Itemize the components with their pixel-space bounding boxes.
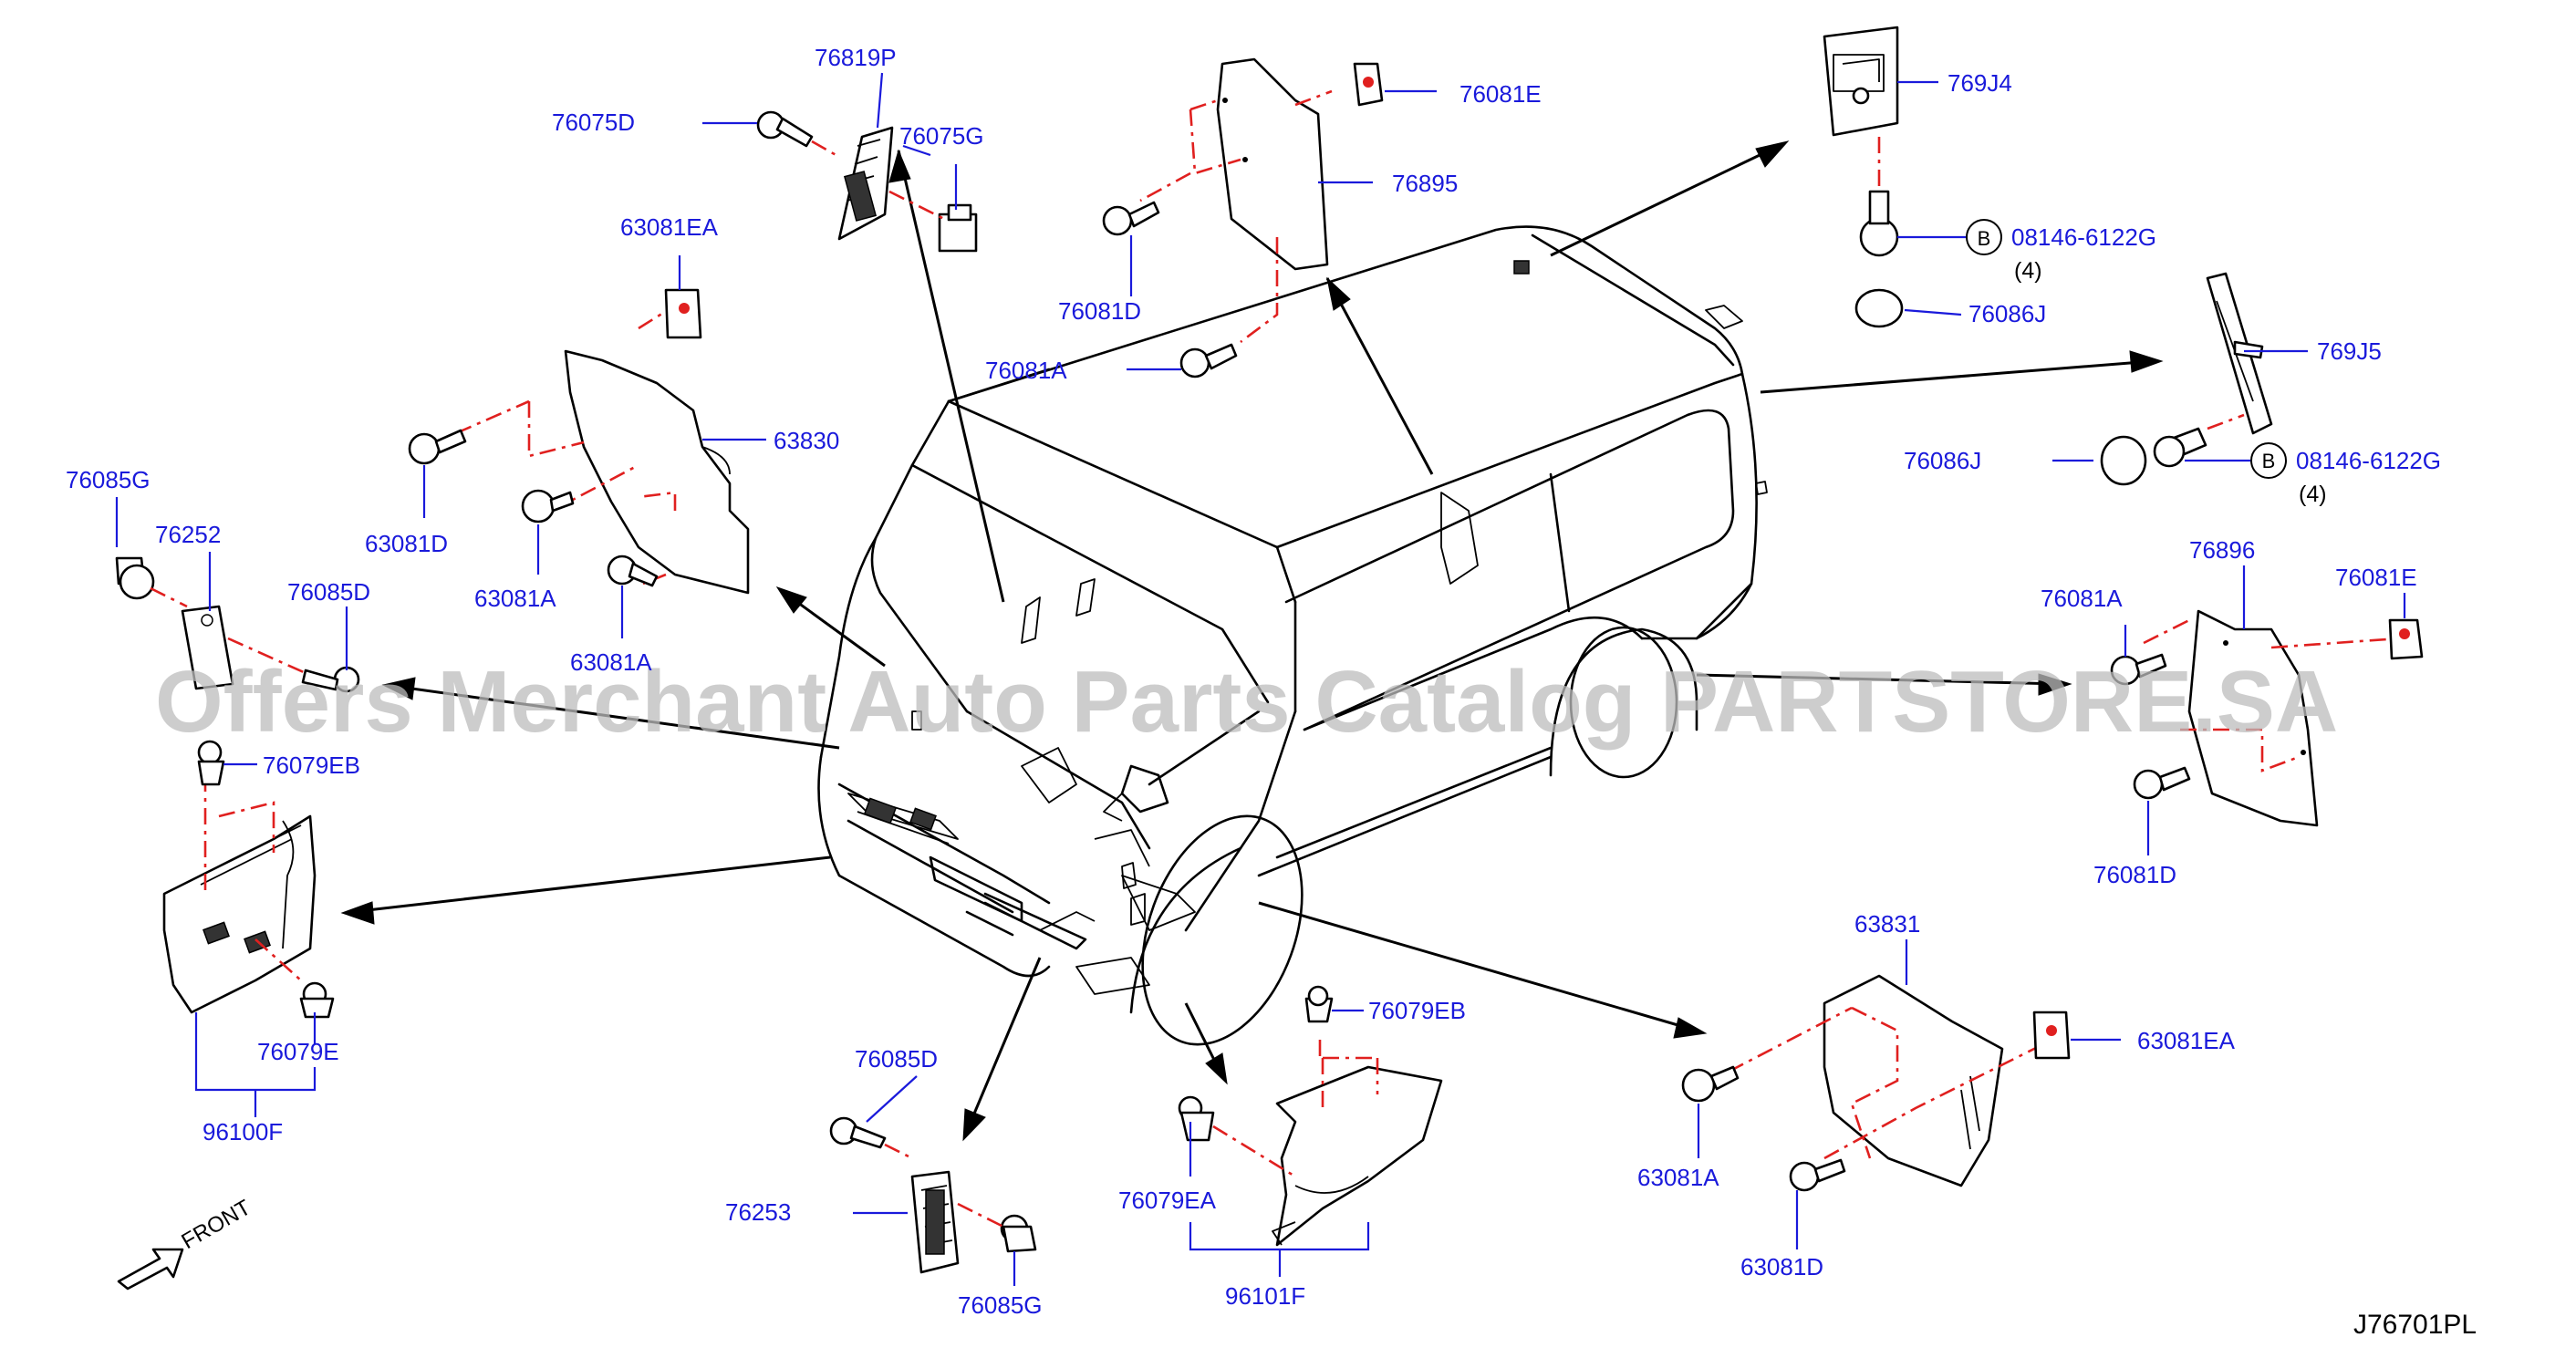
label-76081E-top: 76081E xyxy=(1459,80,1542,108)
van-body xyxy=(817,225,1768,1046)
label-76085G-bottom: 76085G xyxy=(958,1291,1043,1319)
label-769J5: 769J5 xyxy=(2317,337,2382,365)
label-63081A-left: 63081A xyxy=(474,585,556,612)
front-direction-arrow xyxy=(117,1248,184,1291)
label-63081A-left2: 63081A xyxy=(570,648,652,676)
group-76895 xyxy=(1102,57,1437,378)
label-76081D-top: 76081D xyxy=(1058,297,1141,325)
label-08146-a: 08146-6122G xyxy=(2011,223,2156,251)
label-76896: 76896 xyxy=(2189,536,2255,564)
label-76075D: 76075D xyxy=(552,109,635,136)
group-76252 xyxy=(115,497,360,693)
group-96100F xyxy=(162,740,335,1117)
bolt-symbol-a: B xyxy=(1978,227,1991,250)
label-76819P: 76819P xyxy=(815,44,897,71)
watermark-text: Offers Merchant Auto Parts Catalog PARTS… xyxy=(155,653,2338,751)
label-76081D-right: 76081D xyxy=(2093,861,2176,888)
label-76081A-top: 76081A xyxy=(985,357,1067,384)
group-63830 xyxy=(408,255,766,638)
diagram-code: J76701PL xyxy=(2353,1310,2477,1340)
label-76081A-right: 76081A xyxy=(2041,585,2123,612)
label-63830: 63830 xyxy=(774,427,839,454)
group-76253 xyxy=(829,1075,1037,1286)
label-76085D-bottom: 76085D xyxy=(855,1045,938,1073)
label-769J4: 769J4 xyxy=(1948,69,2012,97)
label-63081D-right: 63081D xyxy=(1740,1253,1823,1280)
label-76085D-left: 76085D xyxy=(287,578,370,606)
leader-arrows xyxy=(340,140,2164,1142)
label-76253: 76253 xyxy=(725,1198,791,1226)
label-76895: 76895 xyxy=(1392,170,1458,197)
label-96100F: 96100F xyxy=(203,1118,283,1145)
bolt-symbol-b: B xyxy=(2262,450,2276,472)
label-76086J-a: 76086J xyxy=(1968,300,2046,327)
label-76081E-right: 76081E xyxy=(2335,564,2417,591)
label-76079EB-bottom: 76079EB xyxy=(1368,997,1466,1024)
group-769J4 xyxy=(1823,26,2002,328)
group-96101F xyxy=(1178,985,1443,1277)
group-63831 xyxy=(1681,939,2121,1249)
label-76252: 76252 xyxy=(155,521,221,548)
label-76079E: 76079E xyxy=(257,1038,339,1065)
callout-labels: 76819P 76075D 76075G 76081E 76895 76081D… xyxy=(66,44,2477,1340)
label-76086J-b: 76086J xyxy=(1904,447,1981,474)
group-769J5 xyxy=(2052,272,2308,486)
label-63831: 63831 xyxy=(1854,910,1920,938)
label-qty-a: (4) xyxy=(2014,258,2042,284)
label-76085G-left: 76085G xyxy=(66,466,151,493)
group-76896 xyxy=(2110,565,2424,855)
label-qty-b: (4) xyxy=(2299,482,2327,507)
label-08146-b: 08146-6122G xyxy=(2296,447,2441,474)
label-63081EA-right: 63081EA xyxy=(2137,1027,2236,1054)
front-label: FRONT xyxy=(178,1195,255,1254)
label-63081EA-top: 63081EA xyxy=(620,213,719,241)
group-76819P xyxy=(702,72,978,253)
label-96101F: 96101F xyxy=(1225,1282,1305,1310)
label-63081D-left: 63081D xyxy=(365,530,448,557)
label-76079EB-left: 76079EB xyxy=(263,752,360,779)
label-63081A-right: 63081A xyxy=(1637,1164,1719,1191)
label-76075G: 76075G xyxy=(899,122,984,150)
label-76079EA: 76079EA xyxy=(1118,1187,1217,1214)
